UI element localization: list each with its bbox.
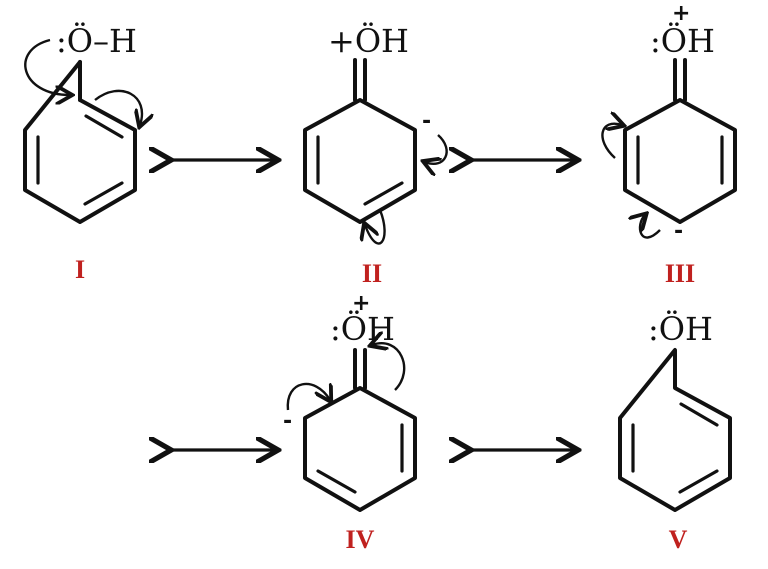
structure-label: I [75,255,85,284]
atom-label-oh: :ÖH [650,22,715,60]
negative-charge: - [674,219,683,244]
structure-v: :ÖH V [618,310,732,554]
positive-charge: + [352,291,370,316]
curly-arrow [425,134,448,164]
atom-label-oh: +ÖH [328,22,409,60]
negative-charge: - [422,109,431,134]
curly-arrow [24,38,70,95]
structure-iv: + :ÖH - IV [283,291,417,554]
curly-arrow [365,209,386,245]
structure-ii: +ÖH - II [303,22,448,288]
structure-label: IV [346,525,375,554]
structure-label: V [669,525,688,554]
resonance-arrows [168,160,575,450]
curly-arrow [94,89,142,125]
curly-arrow [640,215,661,239]
structure-i: :Ö–H I [23,22,142,284]
negative-charge: - [283,409,292,434]
structure-iii: + :ÖH - III [601,1,737,288]
atom-label-oh: :Ö–H [56,22,137,60]
positive-charge: + [672,1,690,26]
curly-arrow [372,343,406,391]
structure-label: III [665,259,695,288]
structure-label: II [362,259,382,288]
atom-label-oh: :ÖH [648,310,713,348]
curly-arrow [286,384,330,411]
curly-arrow [601,124,622,159]
